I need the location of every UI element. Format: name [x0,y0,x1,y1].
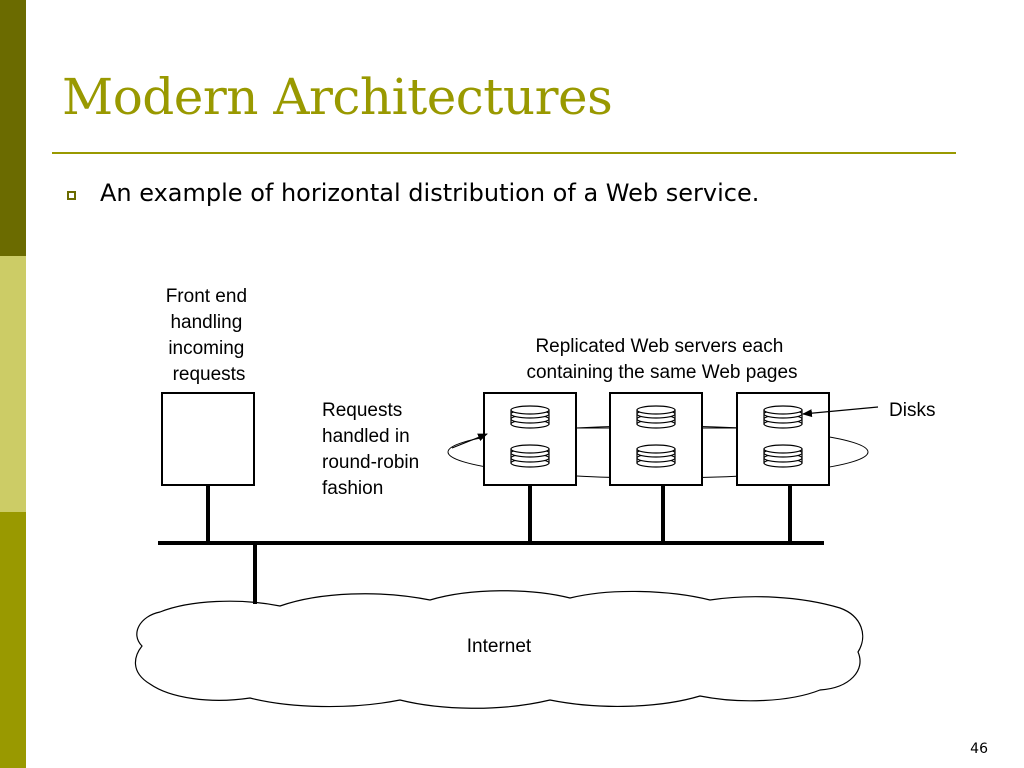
requests-arrow [451,433,488,449]
disk-icon [636,405,676,429]
bullet-text: An example of horizontal distribution of… [100,179,760,207]
front-end-label: Front end handling incoming requests [166,286,253,385]
sidebar-segment-top [0,0,26,256]
front-end-box [161,392,255,486]
requests-label: Requests handled in round-robin fashion [322,400,424,499]
disk-icon [763,405,803,429]
sidebar-segment-middle [0,256,26,512]
disks-label: Disks [889,400,935,421]
disk-icon [510,405,550,429]
disks-arrow [802,406,879,418]
web-server-box-2 [609,392,703,486]
sidebar-segment-bottom [0,512,26,768]
disk-icon [636,444,676,468]
internet-label: Internet [467,636,532,657]
page-number: 46 [970,741,988,757]
slide-title: Modern Architectures [62,68,613,126]
disk-icon [510,444,550,468]
title-underline [52,152,956,154]
internet-cloud [134,590,864,709]
disk-icon [763,444,803,468]
web-server-box-3 [736,392,830,486]
bullet-square-icon [67,191,76,200]
replicated-servers-label: Replicated Web servers each containing t… [526,336,797,383]
